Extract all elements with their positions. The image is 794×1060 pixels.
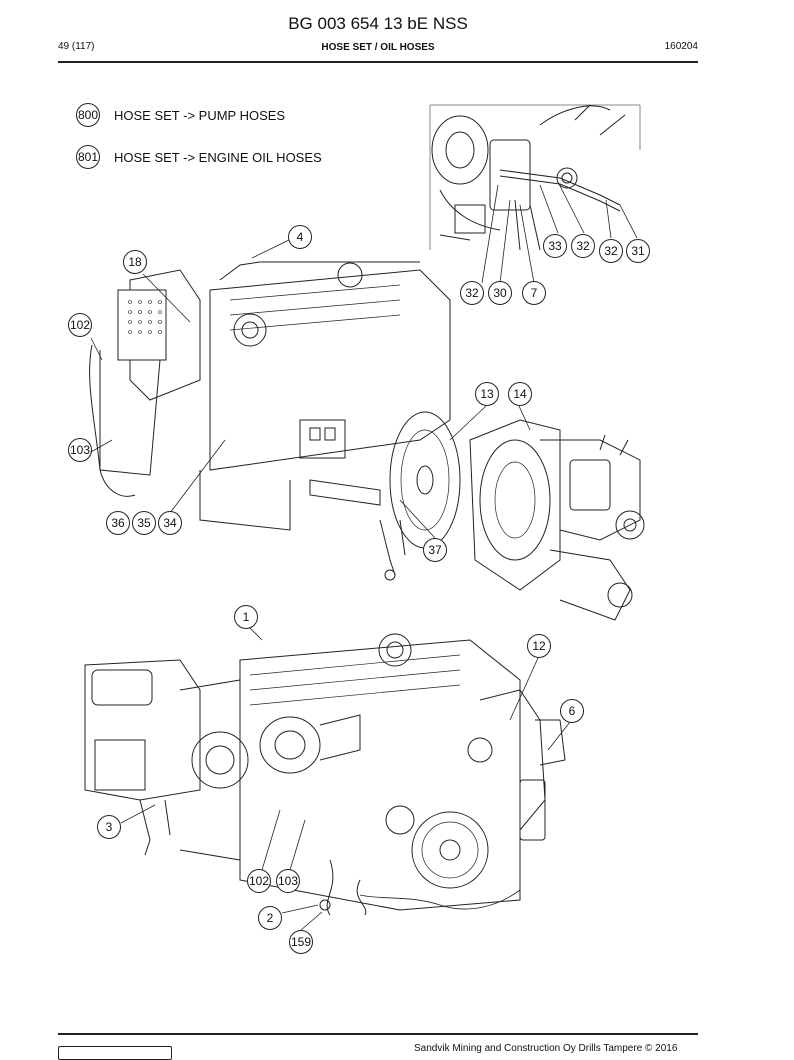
callout-3: 3 [97, 815, 121, 839]
callout-14: 14 [508, 382, 532, 406]
callout-103: 103 [276, 869, 300, 893]
header-divider [58, 61, 698, 63]
callout-30: 30 [488, 281, 512, 305]
detail-view-hose-connection [429, 104, 641, 284]
legend-item-pump-hoses: 800 HOSE SET -> PUMP HOSES [76, 102, 285, 128]
callout-4: 4 [288, 225, 312, 249]
legend-text: HOSE SET -> PUMP HOSES [114, 107, 286, 123]
callout-18: 18 [123, 250, 147, 274]
page-number: 49 (117) [58, 41, 95, 52]
callout-35: 35 [132, 511, 156, 535]
footer-divider [58, 1033, 698, 1035]
legend-text: HOSE SET -> ENGINE OIL HOSES [114, 149, 322, 165]
engine-assembly-lower [84, 633, 566, 916]
callout-37: 37 [423, 538, 447, 562]
callout-7: 7 [522, 281, 546, 305]
callout-103: 103 [68, 438, 92, 462]
callout-801: 801 [76, 145, 100, 169]
callout-102: 102 [247, 869, 271, 893]
copyright-text: Sandvik Mining and Construction Oy Drill… [414, 1043, 678, 1054]
document-title: BG 003 654 13 bE NSS [288, 14, 468, 33]
callout-13: 13 [475, 382, 499, 406]
leader-lines [90, 239, 571, 931]
date-code: 160204 [664, 41, 698, 52]
callout-32: 32 [571, 234, 595, 258]
callout-31: 31 [626, 239, 650, 263]
callout-32: 32 [599, 239, 623, 263]
section-title: HOSE SET / OIL HOSES [321, 42, 435, 53]
callout-12: 12 [527, 634, 551, 658]
callout-33: 33 [543, 234, 567, 258]
engine-assembly-upper [89, 261, 461, 581]
callout-34: 34 [158, 511, 182, 535]
flywheel-housing-with-pump [469, 419, 645, 621]
callout-102: 102 [68, 313, 92, 337]
callout-6: 6 [560, 699, 584, 723]
legend-item-engine-oil-hoses: 801 HOSE SET -> ENGINE OIL HOSES [76, 144, 322, 170]
callout-800: 800 [76, 103, 100, 127]
callout-159: 159 [289, 930, 313, 954]
callout-32: 32 [460, 281, 484, 305]
callout-1: 1 [234, 605, 258, 629]
callout-36: 36 [106, 511, 130, 535]
callout-2: 2 [258, 906, 282, 930]
